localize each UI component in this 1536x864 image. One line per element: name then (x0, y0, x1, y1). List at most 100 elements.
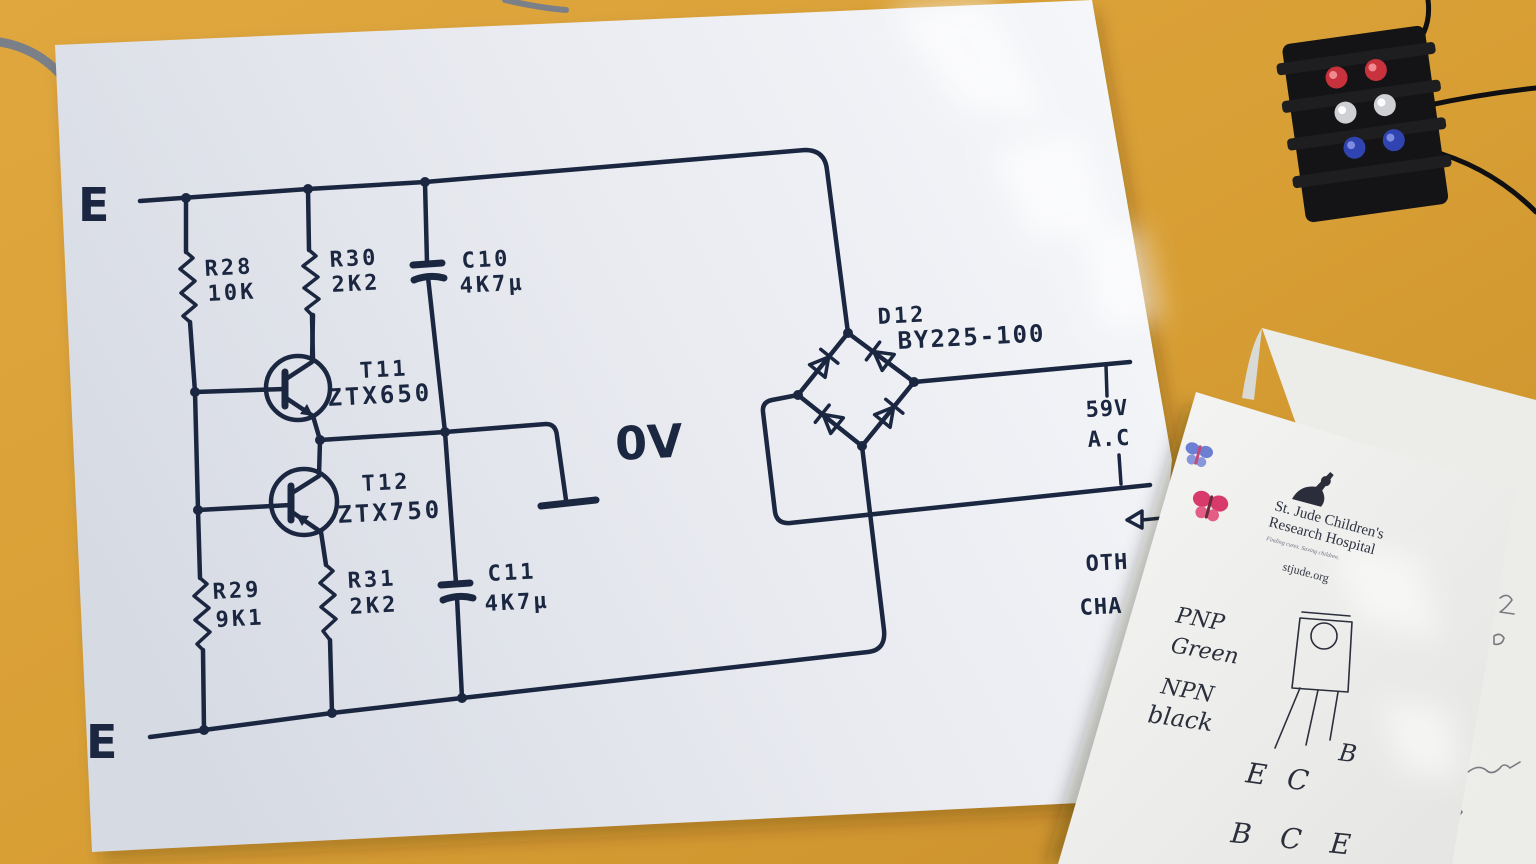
r30-value: 2K2 (331, 270, 381, 298)
butterfly-wing (1206, 509, 1219, 522)
block-ridge (1281, 79, 1441, 113)
junction-dot (440, 427, 450, 437)
block-ridge (1276, 42, 1436, 76)
butterfly-icon (1192, 490, 1229, 522)
block-ridge (1292, 154, 1452, 189)
butterfly-wing (1196, 457, 1207, 468)
block-ridge (1287, 117, 1447, 151)
diode-bottom-right-triangle (872, 405, 896, 430)
note-pin-side: B (1336, 738, 1358, 768)
ac-wire-right (911, 359, 1133, 385)
scribble (1499, 594, 1515, 615)
screw-highlight (1386, 133, 1395, 142)
c10-plate-top (409, 259, 446, 269)
circuit-schematic: E E R28 10K R30 2K2 C10 4K7µ T11 ZTX650 … (78, 147, 1164, 769)
transistor-sketch (1274, 611, 1353, 749)
back-sheet-curl (1242, 328, 1262, 400)
st-jude-child-icon (1292, 471, 1334, 507)
screw-highlight (1377, 98, 1386, 107)
screw-highlight (1347, 141, 1356, 150)
junction-dot (315, 435, 325, 445)
reflection-3 (1080, 230, 1160, 330)
diode-bottom-left-bar (813, 403, 831, 425)
r28-ref: R28 (204, 254, 254, 282)
diode-top-left-triangle (807, 355, 831, 380)
capacitor-c11 (437, 579, 477, 604)
junction-dot (190, 387, 200, 397)
butterfly-wing (1195, 506, 1208, 519)
bottom-rail (147, 443, 887, 740)
c11-plate-top (437, 579, 474, 589)
t11-collector (283, 312, 316, 382)
resistor-r28 (178, 250, 198, 324)
diode-top-right-bar (864, 340, 882, 362)
butterfly-wing (1186, 454, 1197, 465)
transistor-t12 (195, 437, 340, 568)
ac-wire-loop (760, 392, 1153, 526)
butterfly-icon (1185, 442, 1213, 468)
pad-reflection-2 (1380, 700, 1460, 780)
r30-ref: R30 (329, 245, 379, 273)
t12-part: ZTX750 (337, 496, 443, 529)
wire-left-column (183, 195, 207, 733)
butterfly-wing (1199, 445, 1213, 459)
diode-top-left-bar (818, 347, 840, 365)
diode-bottom-left (813, 403, 846, 436)
c10-ref: C10 (461, 246, 511, 274)
diode-bottom-left-triangle (821, 412, 846, 436)
r28-value: 10K (207, 279, 257, 307)
notepad: St. Jude Children's Research Hospital Fi… (1045, 328, 1536, 864)
junction-dots (181, 177, 919, 735)
scribble (1493, 633, 1505, 646)
light-reflections (890, 0, 1160, 330)
junction-dot (843, 328, 853, 338)
terminal-block-icon (1276, 0, 1536, 223)
junction-dot (181, 193, 191, 203)
rail-top-label: E (78, 178, 109, 232)
butterfly-wing (1192, 490, 1211, 507)
junction-dot (457, 693, 467, 703)
junction-dot (909, 377, 919, 387)
resistor-r29 (192, 576, 212, 652)
d12-ref: D12 (877, 302, 927, 330)
butterfly-body (1194, 445, 1202, 465)
diode-bottom-right-bar (883, 397, 905, 415)
wire-midpoint-to-ground (317, 421, 569, 503)
terminal-cable-middle (1422, 85, 1536, 109)
diode-top-left (807, 347, 840, 380)
t11-base-wire (192, 386, 288, 395)
t12-emitter-arrow (296, 515, 309, 526)
junction-dot (327, 708, 337, 718)
diode-top-right (864, 340, 896, 373)
butterfly-wing (1210, 495, 1229, 512)
supply-voltage: 59V (1085, 396, 1129, 423)
screw-highlight (1338, 106, 1347, 115)
junction-dot (193, 505, 203, 515)
resistor-r31 (318, 563, 338, 642)
sketch-body (1291, 617, 1353, 693)
screws-blue (1343, 129, 1405, 159)
terminal-block-body (1276, 25, 1452, 223)
reflection-2 (990, 130, 1110, 240)
screws-red (1325, 58, 1387, 89)
c11-value: 4K7µ (484, 589, 550, 617)
t12-body (268, 466, 340, 538)
c11-ref: C11 (487, 559, 537, 587)
pad-reflection-1 (1330, 540, 1440, 640)
diode-top-right-triangle (872, 349, 896, 373)
sketch-tab (1301, 611, 1351, 617)
transistor-t11 (192, 312, 333, 443)
r29-value: 9K1 (215, 605, 265, 633)
butterfly-wing (1185, 442, 1200, 455)
r29-ref: R29 (212, 577, 262, 605)
pad-reflections (1330, 540, 1460, 780)
butterfly-body (1204, 495, 1214, 519)
grey-cables (0, 0, 569, 79)
c10-value: 4K7µ (459, 271, 525, 299)
screw-highlight (1368, 63, 1377, 72)
ac-source-leads (1104, 364, 1123, 486)
supply-type: A.C (1087, 426, 1131, 453)
t11-emitter-arrow (300, 404, 313, 416)
grey-cable-top (502, 0, 569, 13)
